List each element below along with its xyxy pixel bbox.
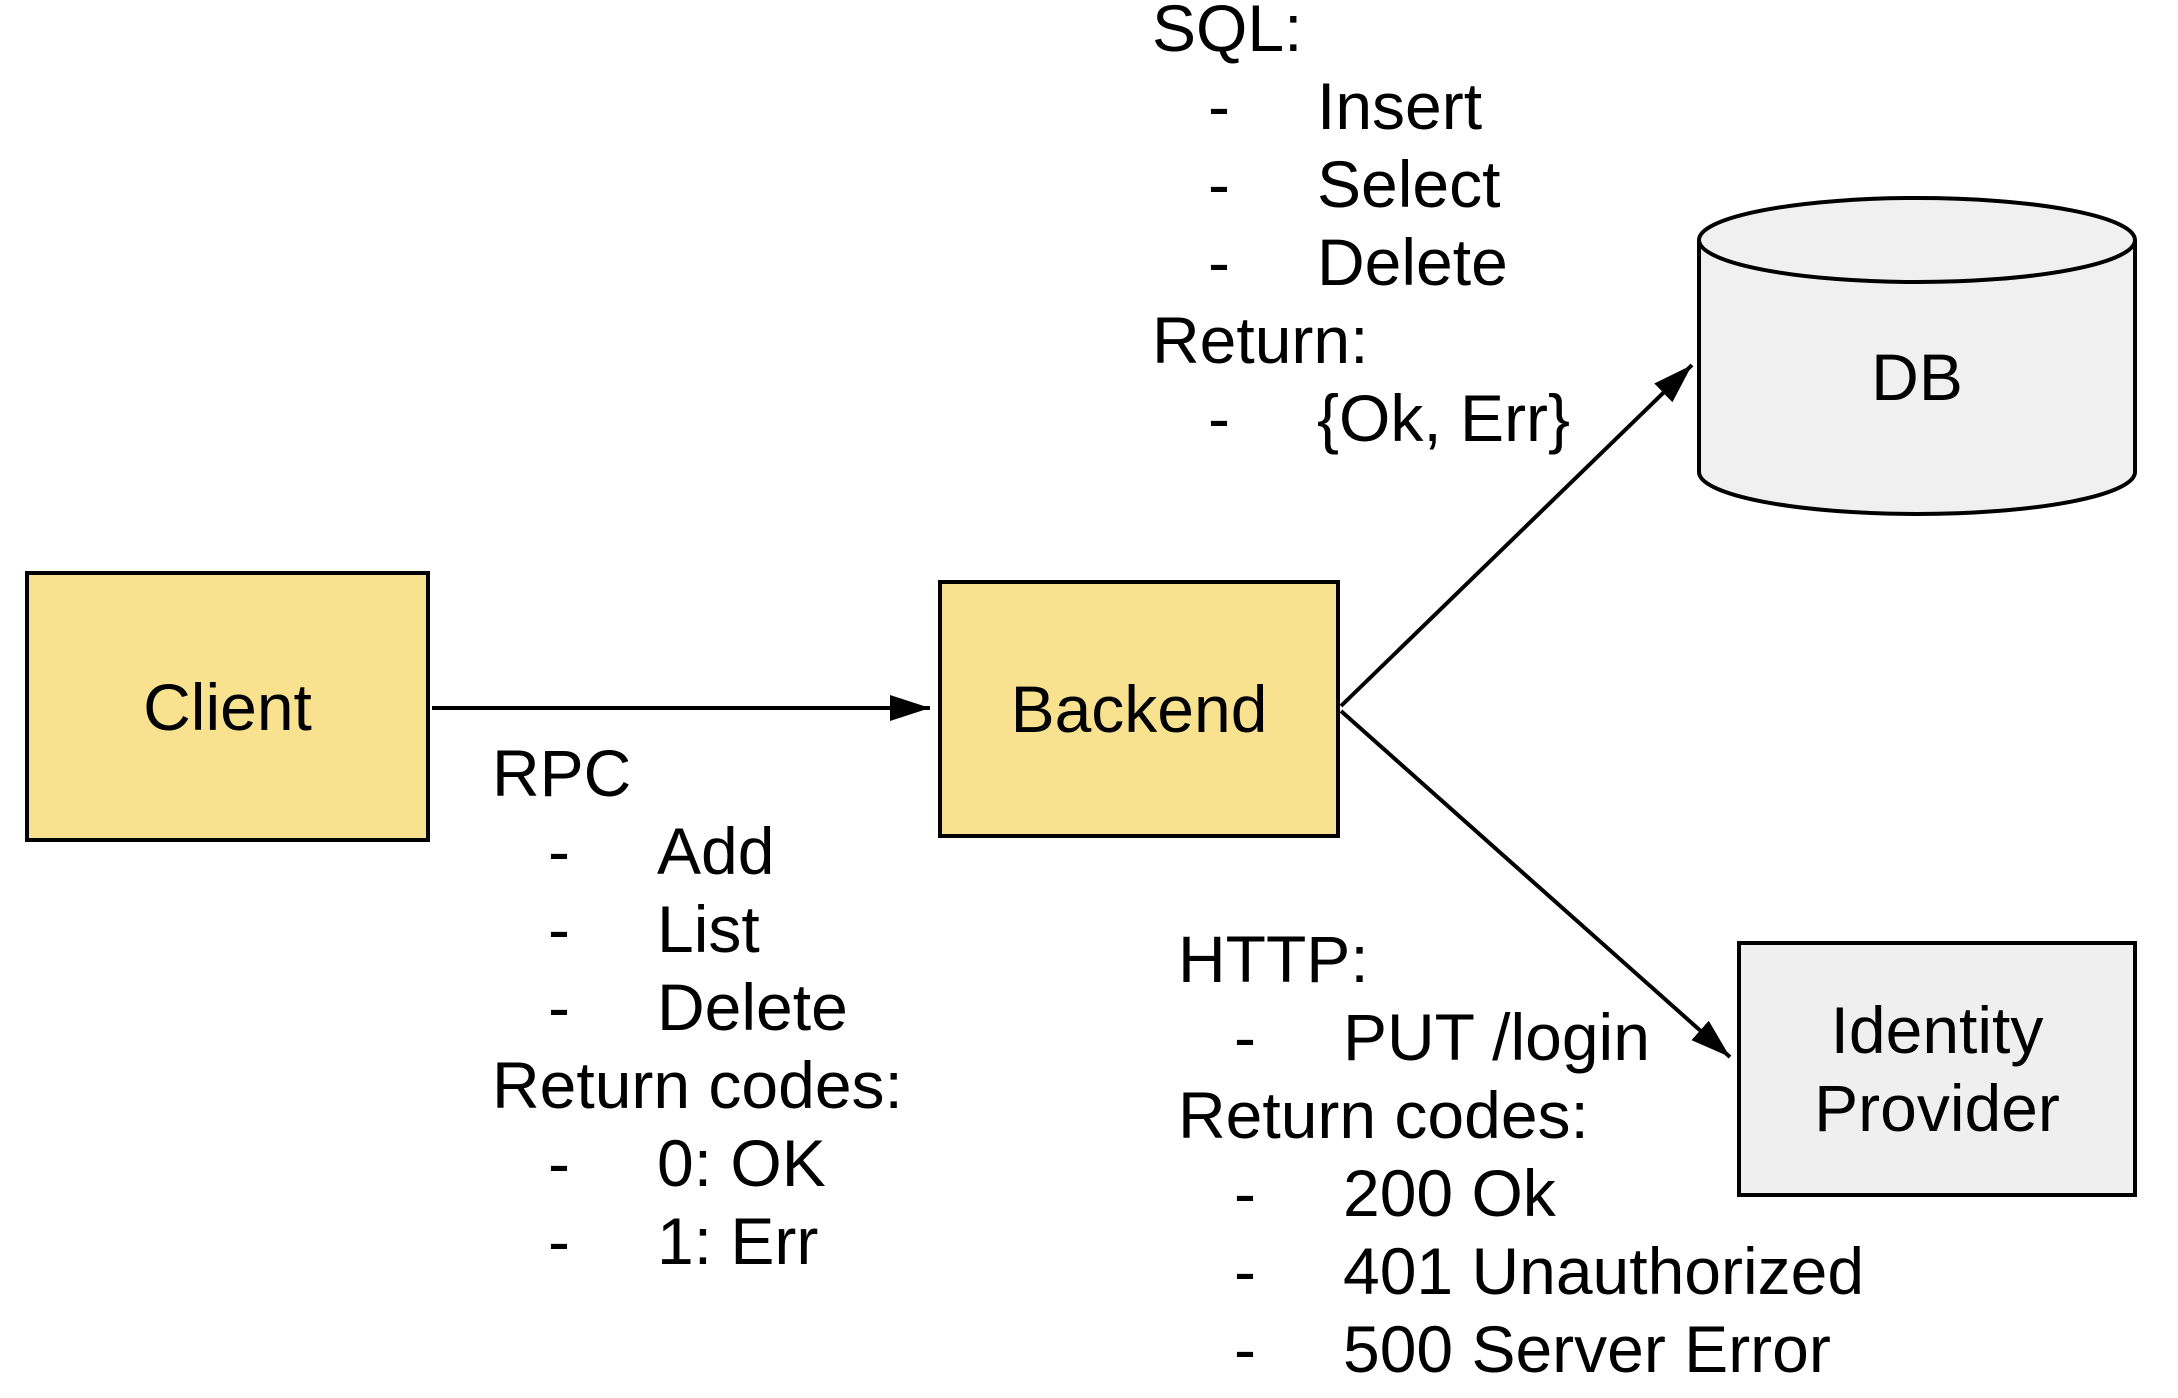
http-note-item: - PUT /login — [1178, 998, 1650, 1076]
sql-note-return-heading: Return: — [1152, 301, 1368, 379]
sql-return-item-text: {Ok, Err} — [1317, 381, 1571, 455]
bullet-dash: - — [1208, 381, 1230, 455]
bullet-dash: - — [1234, 1156, 1256, 1230]
http-return-heading-text: Return codes: — [1178, 1078, 1589, 1152]
rpc-return-item-text: 0: OK — [657, 1126, 826, 1200]
http-note-return-item: - 200 Ok — [1178, 1154, 1589, 1232]
bullet-dash: - — [1208, 225, 1230, 299]
http-return-item-text: 200 Ok — [1343, 1156, 1556, 1230]
sql-note-return-item: - {Ok, Err} — [1152, 379, 1570, 457]
bullet-dash: - — [548, 892, 570, 966]
db-cylinder-body — [1697, 240, 2137, 516]
sql-return-heading-text: Return: — [1152, 303, 1369, 377]
http-note: HTTP: - PUT /login Return codes: - 200 O… — [1178, 920, 1864, 1388]
http-note-return-heading: Return codes: — [1178, 1076, 1589, 1154]
sql-note-item: - Select — [1152, 145, 1500, 223]
rpc-heading-text: RPC — [492, 736, 632, 810]
bullet-dash: - — [1234, 1234, 1256, 1308]
rpc-note-heading: RPC — [492, 734, 903, 812]
db-cylinder-top — [1697, 196, 2137, 284]
bullet-dash: - — [548, 1204, 570, 1278]
rpc-note-item: - Add — [492, 812, 903, 890]
rpc-note-return-item: - 1: Err — [492, 1202, 903, 1280]
rpc-note-return-item: - 0: OK — [492, 1124, 903, 1202]
rpc-item-text: Add — [657, 814, 775, 888]
http-heading-text: HTTP: — [1178, 922, 1369, 996]
http-note-return-item: - 500 Server Error — [1178, 1310, 1831, 1388]
identity-provider-node: Identity Provider — [1737, 941, 2137, 1197]
db-cylinder-shape — [1697, 196, 2137, 516]
rpc-note-item: - Delete — [492, 968, 903, 1046]
sql-item-text: Delete — [1317, 225, 1508, 299]
sql-heading-text: SQL: — [1152, 0, 1303, 65]
arrow-backend-to-db — [1339, 363, 1694, 708]
http-note-heading: HTTP: — [1178, 920, 1589, 998]
bullet-dash: - — [1208, 147, 1230, 221]
sql-item-text: Insert — [1317, 69, 1483, 143]
bullet-dash: - — [548, 814, 570, 888]
sql-item-text: Select — [1317, 147, 1501, 221]
idp-label-line1: Identity — [1830, 993, 2044, 1067]
http-return-item-text: 401 Unauthorized — [1343, 1234, 1865, 1308]
client-node-label: Client — [143, 669, 312, 744]
rpc-item-text: List — [657, 892, 760, 966]
sql-note-item: - Delete — [1152, 223, 1508, 301]
http-item-text: PUT /login — [1343, 1000, 1650, 1074]
rpc-note-item: - List — [492, 890, 903, 968]
rpc-return-item-text: 1: Err — [657, 1204, 819, 1278]
backend-node-label: Backend — [1010, 672, 1268, 746]
idp-label-line2: Provider — [1814, 1071, 2060, 1145]
http-note-return-item: - 401 Unauthorized — [1178, 1232, 1864, 1310]
bullet-dash: - — [548, 1126, 570, 1200]
db-node-label-box: DB — [1699, 240, 2135, 513]
arrow-backend-to-idp — [1339, 709, 1732, 1059]
http-return-item-text: 500 Server Error — [1343, 1312, 1831, 1386]
client-node: Client — [25, 571, 430, 842]
sql-note-heading: SQL: — [1152, 0, 1368, 67]
sql-note: SQL: - Insert - Select - Delete Return: … — [1152, 0, 1570, 457]
rpc-item-text: Delete — [657, 970, 848, 1044]
bullet-dash: - — [548, 970, 570, 1044]
rpc-return-heading-text: Return codes: — [492, 1048, 903, 1122]
backend-node: Backend — [938, 580, 1340, 838]
bullet-dash: - — [1234, 1000, 1256, 1074]
rpc-note-return-heading: Return codes: — [492, 1046, 903, 1124]
bullet-dash: - — [1208, 69, 1230, 143]
bullet-dash: - — [1234, 1312, 1256, 1386]
sql-note-item: - Insert — [1152, 67, 1482, 145]
rpc-note: RPC - Add - List - Delete Return codes: … — [492, 734, 903, 1280]
db-node-label: DB — [1871, 339, 1963, 414]
